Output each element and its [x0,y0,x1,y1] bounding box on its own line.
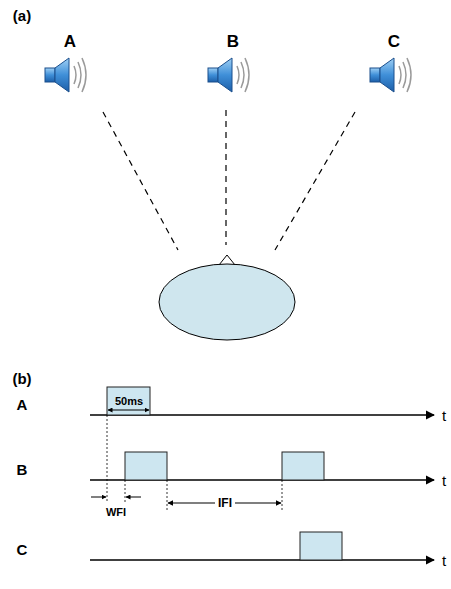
guide-line [107,415,108,503]
guide-line [107,415,282,510]
speaker-label: B [227,33,239,50]
axis-label: t [442,553,446,568]
axis-label: t [442,473,446,488]
interval-label: WFI [106,507,126,518]
speaker-icon [370,58,411,92]
pulse-box [282,452,324,480]
sound-path-line [275,112,355,250]
pulse-box [125,452,167,480]
guide-line [125,480,126,503]
channel-label: B [17,462,28,477]
pulse-box [300,532,342,560]
sound-waves [237,58,249,92]
speaker-cone [55,58,69,92]
axis-label: t [442,408,446,423]
speaker-label: A [64,33,76,50]
guide-line [167,480,168,510]
speaker-icon [208,58,249,92]
channel-label: C [17,542,28,557]
interval-label: IFI [215,497,235,509]
time-axis [90,415,434,560]
sound-path [103,110,355,250]
pulse-box [107,387,150,415]
speaker-icon [45,58,86,92]
duration-label: 50ms [115,396,143,407]
listener-head [159,264,295,340]
panel-label: (b) [12,371,31,386]
speaker-cone [380,58,394,92]
sound-path-line [103,112,178,250]
speaker-label: C [388,33,400,50]
sound-waves [399,58,411,92]
speaker-body [45,68,55,82]
panel-label: (a) [13,8,31,23]
guide-line [282,480,283,510]
speaker-body [208,68,218,82]
dimension-arrow [126,497,141,498]
sound-waves [74,58,86,92]
speaker-cone [218,58,232,92]
time-axis-line [90,559,434,560]
sound-path-line [225,110,226,245]
speaker-body [370,68,380,82]
dimension-arrow [108,410,149,411]
channel-label: A [17,397,28,412]
dimension-arrow [91,497,106,498]
stimulus-pulse [107,387,342,560]
